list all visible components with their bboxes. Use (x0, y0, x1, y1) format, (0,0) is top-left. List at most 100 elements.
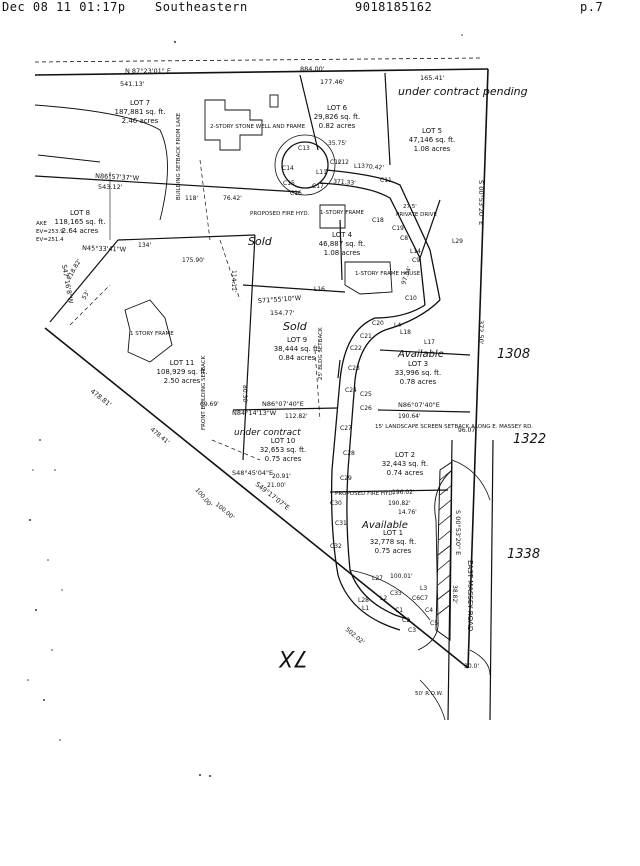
lot-11-sqft: 108,929 sq. ft. (156, 368, 207, 376)
dist-100-00-: 100.00' (193, 487, 213, 509)
lot-5-name: LOT 5 (422, 127, 442, 135)
lot-2-acres: 0.74 acres (387, 469, 424, 477)
curve-c18: C18 (372, 217, 384, 224)
dist-372: 372.50' (477, 320, 485, 345)
curve-c9: C9 (412, 257, 420, 264)
segment-l2: L2 (380, 595, 387, 602)
curve-c19: C19 (392, 225, 404, 232)
property-boundary (34, 57, 489, 669)
label-lake: AKE (36, 221, 47, 227)
segment-l4: L4 (394, 322, 401, 329)
bearing-s00-east: S 00°53'20" E (454, 510, 462, 555)
curve-c32: C32 (330, 543, 342, 550)
curve-c15: C15 (283, 180, 295, 187)
lot-1-sqft: 32,778 sq. ft. (370, 538, 417, 546)
curve-c24: C24 (345, 387, 357, 394)
note-under-contract-lot-10: under contract (234, 428, 301, 438)
lot-1-acres: 0.75 acres (375, 547, 412, 555)
curve-c20: C20 (372, 320, 384, 327)
dist-154: 154.77' (270, 309, 295, 317)
dist-190-82-: 190.82' (388, 500, 411, 507)
lot-5-acres: 1.08 acres (414, 145, 451, 153)
lot-10-acres: 0.75 acres (265, 455, 302, 463)
curve-c7: C7 (420, 595, 428, 602)
bearing-n45: N45°33'41"W (82, 244, 127, 254)
curve-c2: C2 (402, 617, 410, 624)
dist-371-33-: 371.33' (333, 178, 357, 187)
label-front-setback: FRONT BUILDING SETBACK (201, 355, 207, 430)
dist-96-07-: 96.07' (458, 427, 477, 434)
segment-l29: L29 (452, 238, 463, 245)
dist-80-30-: 80.30' (241, 385, 248, 404)
label-ev2: EV=251.4 (36, 237, 64, 243)
curve-c31: C31 (335, 520, 347, 527)
note-1338: 1338 (507, 547, 540, 562)
curve-c8: C8 (400, 235, 408, 242)
dist-35-75-: 35.75' (328, 140, 347, 147)
curve-c22: C22 (350, 345, 362, 352)
lot-8-acres: 2.64 acres (62, 227, 99, 235)
dist-30-0-: 30.0' (464, 663, 479, 670)
lot-6-sqft: 29,826 sq. ft. (314, 113, 361, 121)
private-drive (274, 134, 441, 631)
segment-l3: L3 (420, 585, 427, 592)
dist-478: 478.81' (89, 387, 113, 409)
curve-c27: C27 (340, 425, 352, 432)
bearing-s71: S71°55'10"W (258, 294, 302, 305)
note-available-lot-1: Available (361, 520, 408, 531)
lot-5-sqft: 47,146 sq. ft. (409, 136, 456, 144)
lot-10-name: LOT 10 (271, 437, 296, 445)
note-sold-lot-8: Sold (248, 235, 273, 248)
landscape-screen-hatch (435, 461, 453, 641)
lot-3-name: LOT 3 (408, 360, 428, 368)
curve-c28: C28 (343, 450, 355, 457)
segment-l17: L17 (424, 339, 435, 346)
segment-l16: L16 (314, 286, 325, 293)
dist-175-90-: 175.90' (182, 257, 205, 264)
curve-c14: C14 (282, 165, 294, 172)
dist-114-11-: 114.11' (230, 270, 237, 293)
curve-c16: C16 (290, 190, 302, 197)
lot-4-acres: 1.08 acres (324, 249, 361, 257)
curve-c3: C3 (408, 627, 416, 634)
label-landscape: 15' LANDSCAPE SCREEN SETBACK ALONG E. MA… (375, 424, 533, 430)
segment-l11: L11 (316, 169, 327, 176)
dist-196-02-: 196.02' (392, 489, 415, 496)
dist-190-64-: 190.64' (398, 413, 421, 420)
bearing-top: N 87°23'01" E (125, 67, 171, 75)
dist-100-01-: 100.01' (390, 573, 413, 580)
lot-2-sqft: 32,443 sq. ft. (382, 460, 429, 468)
lot-7-name: LOT 7 (130, 99, 150, 107)
curve-c13: C13 (298, 145, 310, 152)
lot-4-sqft: 46,887 sq. ft. (319, 240, 366, 248)
lot-2-name: LOT 2 (395, 451, 415, 459)
fax-noise (27, 34, 463, 777)
dist-543: 543.12' (98, 183, 123, 191)
lot-lines (34, 72, 471, 493)
segment-l14: L14 (410, 248, 421, 255)
curve-c5: C5 (430, 620, 438, 627)
dist-541: 541.13' (120, 80, 145, 88)
label-ev1: EV=253.9 (36, 229, 64, 235)
lot-9-acres: 0.84 acres (279, 354, 316, 362)
curve-c30: C30 (330, 500, 342, 507)
bearing-n86: N86°57'37"W (95, 172, 140, 182)
bearing-s00-right: S 00°53'20" E (477, 180, 485, 225)
lot-3-sqft: 33,996 sq. ft. (395, 369, 442, 377)
bearing-n86-07: N86°07'40"E (262, 400, 304, 408)
label-setback-25: 25' BLDG SETBACK (318, 327, 324, 380)
dist-69-69-: 69.69' (200, 401, 219, 408)
lot-9-sqft: 38,444 sq. ft. (274, 345, 321, 353)
lot-8-sqft: 118,165 sq. ft. (54, 218, 105, 226)
lot-1-name: LOT 1 (383, 529, 403, 537)
curve-c23: C23 (348, 365, 360, 372)
note-1308: 1308 (497, 347, 530, 362)
dist-top: 884.00' (300, 65, 325, 73)
curve-c6: C6 (412, 595, 420, 602)
lot-6-acres: 0.82 acres (319, 122, 356, 130)
bearing-n84: N84°14'13"W (232, 409, 277, 417)
lot-11-acres: 2.50 acres (164, 377, 201, 385)
note-under-contract-pending: under contract pending (398, 85, 528, 98)
curve-c12: C12 (330, 159, 342, 166)
segment-l1: L1 (362, 605, 369, 612)
